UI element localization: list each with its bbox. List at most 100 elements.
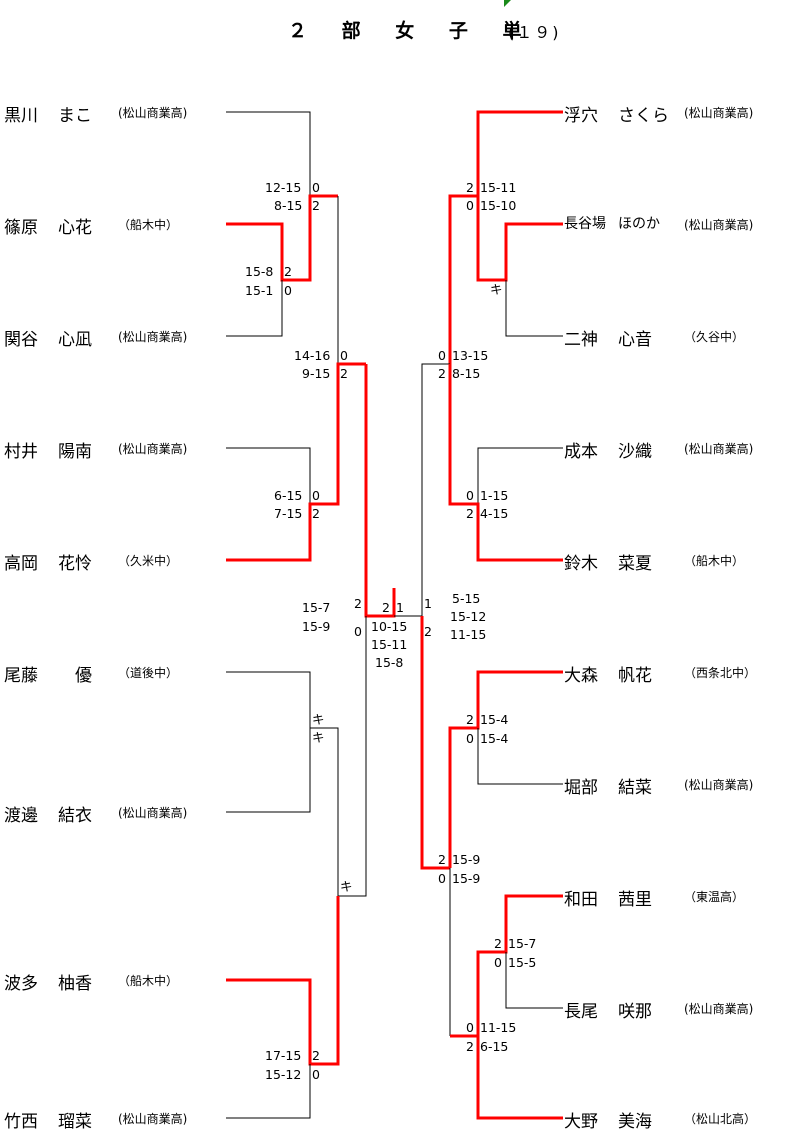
winner-line: [226, 896, 340, 1066]
bracket-line: [226, 280, 283, 337]
player-given-name: 美海: [618, 1112, 652, 1132]
score-game: 15-8: [245, 264, 274, 279]
score-game: 9-15: [302, 366, 331, 381]
score-game: 15-7: [508, 936, 537, 951]
score-set: 1: [396, 600, 404, 615]
score-game: 15-1: [245, 283, 274, 298]
winner-line: [448, 670, 563, 868]
bracket-line: [226, 111, 311, 196]
score-set: 2: [466, 506, 474, 521]
player-family-name: 成本: [564, 442, 598, 462]
score-walkover: キ: [490, 282, 503, 297]
score-game: 6-15: [274, 488, 303, 503]
player-given-name: ほのか: [618, 216, 660, 232]
score-game: 12-15: [265, 180, 302, 195]
player-family-name: 堀部: [564, 778, 598, 798]
player-given-name: 心音: [618, 330, 652, 350]
bracket-line: [226, 447, 311, 504]
score-game: 10-15: [371, 619, 408, 634]
score-walkover: キ: [312, 712, 325, 727]
player-family-name: 高岡: [4, 554, 38, 574]
player-school: （船木中）: [118, 218, 179, 232]
player-given-name: 優: [58, 666, 92, 686]
player-given-name: 結衣: [58, 806, 92, 826]
score-set: 0: [340, 348, 348, 363]
player-family-name: 大野: [564, 1112, 598, 1132]
score-game: 7-15: [274, 506, 303, 521]
score-set: 0: [466, 1020, 474, 1035]
score-set: 2: [466, 1039, 474, 1054]
page-title: ２ 部 女 子 単: [288, 20, 536, 42]
score-set: 1: [424, 596, 432, 611]
bracket-line: [477, 728, 563, 785]
score-game: 13-15: [452, 348, 489, 363]
score-game: 8-15: [452, 366, 481, 381]
score-game: 15-9: [452, 871, 481, 886]
bracket-line: [226, 1064, 311, 1119]
player-school: (松山商業高): [684, 1002, 754, 1016]
score-walkover: キ: [312, 730, 325, 745]
score-set: 0: [466, 198, 474, 213]
player-school: (松山商業高): [684, 218, 754, 232]
score-set: 2: [354, 596, 362, 611]
score-game: 15-11: [480, 180, 517, 195]
player-family-name: 鈴木: [564, 554, 598, 574]
score-game: 5-15: [452, 591, 481, 606]
player-family-name: 尾藤: [4, 666, 38, 686]
score-game: 15-4: [480, 731, 509, 746]
bracket-line: [421, 363, 450, 616]
score-game: 15-10: [480, 198, 517, 213]
score-game: 15-7: [302, 600, 331, 615]
winner-line: [226, 362, 366, 562]
bracket-line: [505, 952, 563, 1009]
score-set: 0: [466, 488, 474, 503]
score-game: 17-15: [265, 1048, 302, 1063]
player-given-name: 沙織: [618, 442, 652, 462]
player-school: （道後中）: [118, 666, 179, 680]
score-set: 0: [438, 871, 446, 886]
player-given-name: 咲那: [618, 1002, 652, 1022]
player-school: (松山商業高): [118, 106, 188, 120]
score-set: 2: [312, 198, 320, 213]
bracket-line: [338, 616, 367, 897]
player-family-name: 村井: [4, 442, 38, 462]
player-school: (松山商業高): [118, 442, 188, 456]
score-set: 0: [494, 955, 502, 970]
winner-line: [226, 194, 338, 282]
bracket-line: [226, 671, 339, 896]
score-set: 0: [312, 488, 320, 503]
player-family-name: 和田: [564, 890, 598, 910]
score-game: 15-9: [302, 619, 331, 634]
score-set: 2: [284, 264, 292, 279]
score-set: 0: [284, 283, 292, 298]
player-given-name: 瑠菜: [58, 1112, 92, 1132]
player-given-name: 菜夏: [618, 554, 652, 574]
score-game: 8-15: [274, 198, 303, 213]
player-school: (松山商業高): [684, 442, 754, 456]
winner-line: [476, 1036, 563, 1120]
player-school: （松山北高）: [684, 1112, 757, 1126]
player-given-name: まこ: [58, 106, 92, 126]
score-set: 0: [438, 348, 446, 363]
player-school: （船木中）: [118, 974, 179, 988]
player-given-name: 帆花: [618, 666, 652, 686]
score-set: 2: [494, 936, 502, 951]
score-game: 6-15: [480, 1039, 509, 1054]
player-school: （東温高）: [684, 890, 745, 904]
player-family-name: 浮穴: [564, 106, 598, 126]
player-family-name: 長谷場: [564, 216, 606, 232]
score-set: 2: [466, 180, 474, 195]
score-set: 2: [424, 624, 432, 639]
winner-line: [448, 364, 563, 562]
player-school: (松山商業高): [684, 106, 754, 120]
score-set: 2: [340, 366, 348, 381]
player-family-name: 関谷: [4, 330, 38, 350]
score-game: 14-16: [294, 348, 331, 363]
player-family-name: 篠原: [4, 218, 38, 238]
player-family-name: 長尾: [564, 1002, 598, 1022]
bracket-line: [226, 728, 311, 813]
player-family-name: 黒川: [4, 106, 38, 126]
score-game: 11-15: [480, 1020, 517, 1035]
player-given-name: 心凪: [58, 330, 92, 350]
